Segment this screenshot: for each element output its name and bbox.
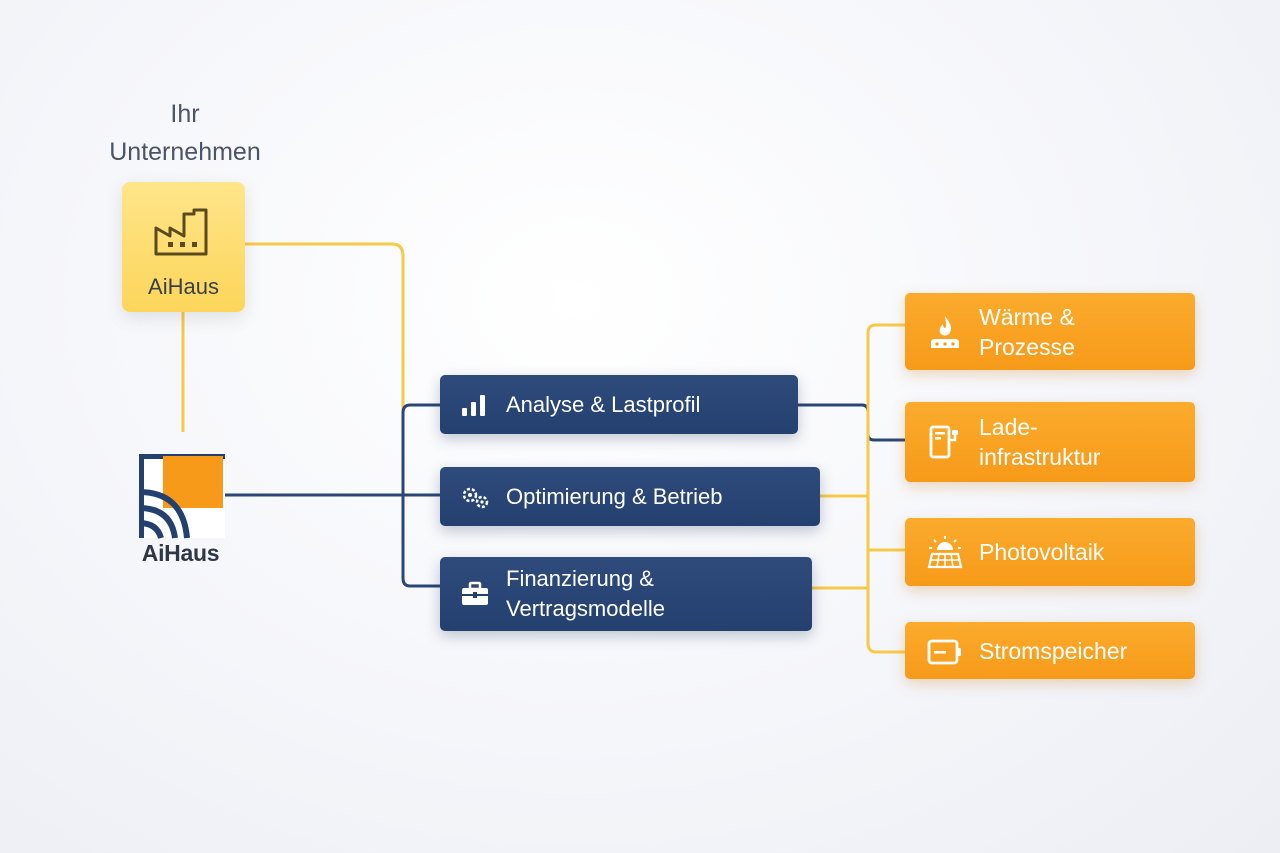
- outcome-waerme[interactable]: Wärme & Prozesse: [905, 293, 1195, 370]
- company-title: Ihr Unternehmen: [60, 95, 310, 171]
- service-analyse-label: Analyse & Lastprofil: [506, 390, 700, 420]
- outcome-stromspeicher-label-line1: Stromspeicher: [979, 637, 1128, 664]
- factory-icon: [154, 208, 208, 256]
- outcome-waerme-label-line1: Wärme &: [979, 303, 1075, 330]
- outcome-waerme-label-line2: Prozesse: [979, 333, 1075, 360]
- outcome-stromspeicher-label: Stromspeicher: [979, 636, 1127, 666]
- company-card-name: AiHaus: [148, 274, 219, 299]
- battery-icon: [927, 639, 961, 664]
- outcome-photovoltaik-label-line1: Photovoltaik: [979, 539, 1105, 565]
- outcome-photovoltaik-label: Photovoltaik: [979, 537, 1104, 567]
- outcome-lade-label-line2: infrastruktur: [979, 444, 1101, 470]
- company-title-line1: Ihr: [170, 100, 200, 128]
- flame-burner-icon: [931, 315, 959, 348]
- bar-chart-icon: [462, 394, 485, 416]
- outcome-stromspeicher[interactable]: Stromspeicher: [905, 622, 1195, 679]
- service-finanzierung-label-line2: Vertragsmodelle: [506, 596, 665, 621]
- connector-company-to-services: [245, 242, 405, 410]
- outcome-photovoltaik[interactable]: Photovoltaik: [905, 518, 1195, 586]
- company-card: AiHaus: [122, 182, 245, 312]
- service-finanzierung-label-line1: Finanzierung &: [506, 566, 654, 591]
- connector-analyse-to-lade: [798, 403, 905, 442]
- gears-icon: [462, 487, 489, 508]
- service-finanzierung-label: Finanzierung & Vertragsmodelle: [506, 564, 665, 624]
- service-optimierung[interactable]: Optimierung & Betrieb: [440, 467, 820, 526]
- company-title-line2: Unternehmen: [109, 138, 261, 166]
- service-optimierung-label-line1: Optimierung & Betrieb: [506, 483, 723, 509]
- charging-station-icon: [929, 425, 958, 459]
- services-bus: [401, 403, 440, 588]
- service-optimierung-label: Optimierung & Betrieb: [506, 482, 722, 512]
- service-finanzierung[interactable]: Finanzierung & Vertragsmodelle: [440, 557, 812, 631]
- outcome-lade-label-line1: Lade-: [979, 414, 1038, 440]
- outcome-waerme-label: Wärme & Prozesse: [979, 302, 1075, 362]
- outcome-ladeinfrastruktur[interactable]: Lade- infrastruktur: [905, 402, 1195, 482]
- briefcase-icon: [462, 581, 488, 605]
- service-analyse-label-line1: Analyse & Lastprofil: [506, 391, 701, 417]
- provider-logo-name: AiHaus: [141, 540, 220, 566]
- aihaus-logo-icon: [138, 454, 225, 539]
- service-analyse[interactable]: Analyse & Lastprofil: [440, 375, 798, 434]
- outcomes-bus: [866, 323, 905, 654]
- solar-panel-icon: [927, 536, 963, 569]
- outcome-lade-label: Lade- infrastruktur: [979, 412, 1100, 472]
